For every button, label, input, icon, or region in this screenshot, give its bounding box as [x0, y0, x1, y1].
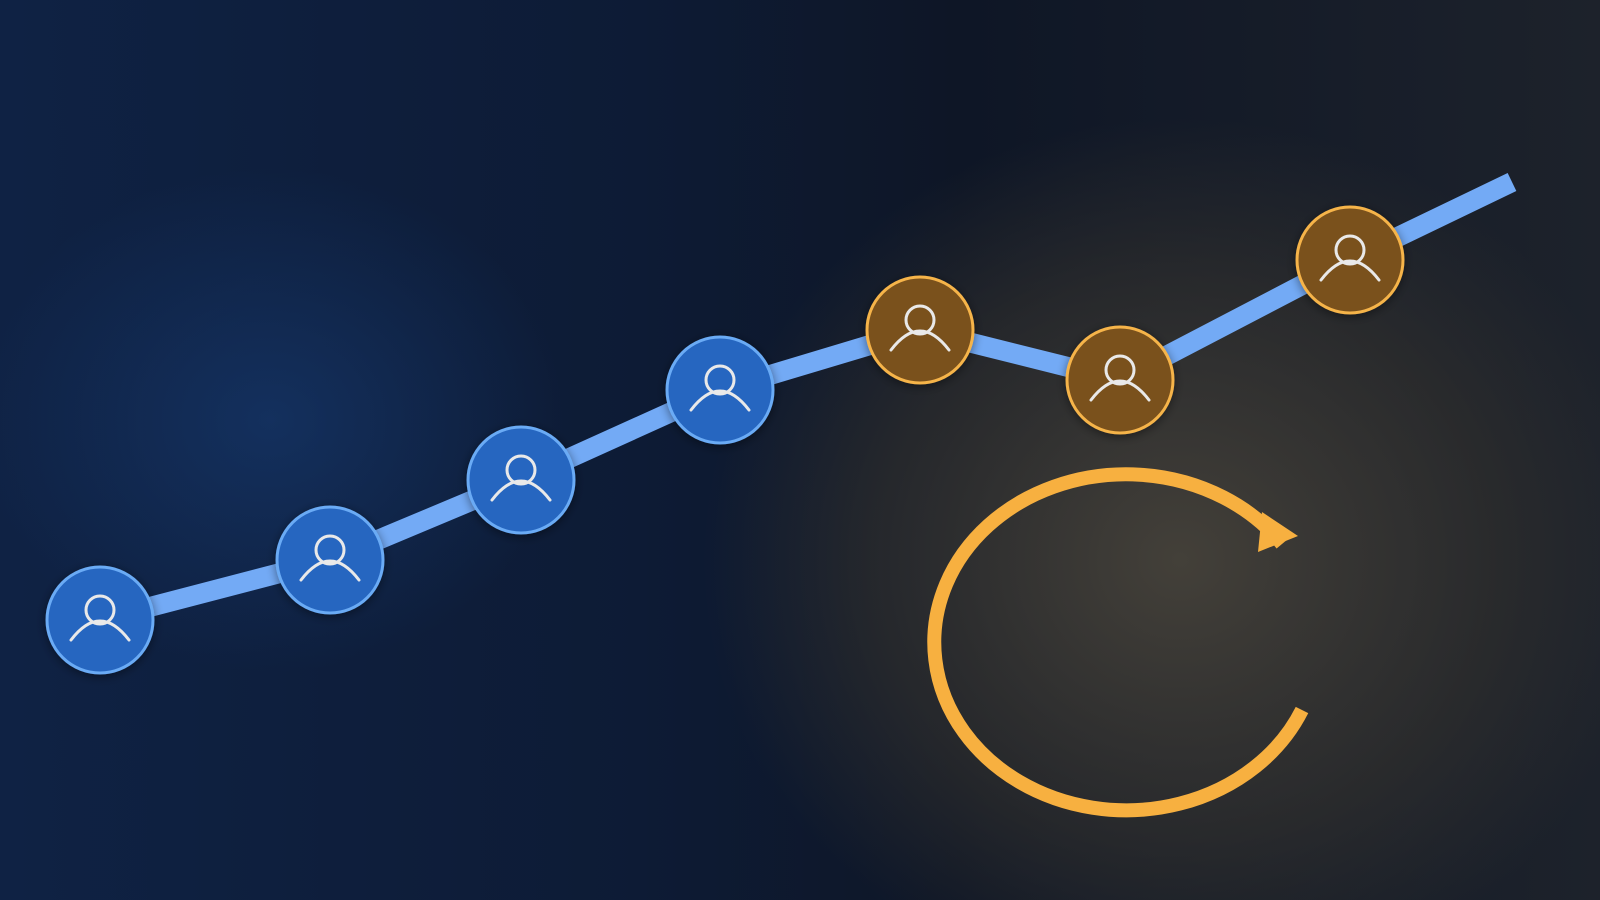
person-icon	[1319, 234, 1381, 282]
node-amber	[1065, 325, 1175, 435]
cycle-arrowhead	[1258, 512, 1298, 552]
node-blue	[466, 425, 576, 535]
node-amber	[865, 275, 975, 385]
cycle-arc	[927, 467, 1309, 818]
person-icon	[1089, 354, 1151, 402]
person-icon	[299, 534, 361, 582]
person-icon	[889, 304, 951, 352]
person-icon	[689, 364, 751, 412]
person-icon	[69, 594, 131, 642]
person-icon	[490, 454, 552, 502]
node-amber	[1295, 205, 1405, 315]
node-blue	[45, 565, 155, 675]
node-blue	[665, 335, 775, 445]
circular-arrow-icon	[927, 467, 1309, 818]
node-blue	[275, 505, 385, 615]
